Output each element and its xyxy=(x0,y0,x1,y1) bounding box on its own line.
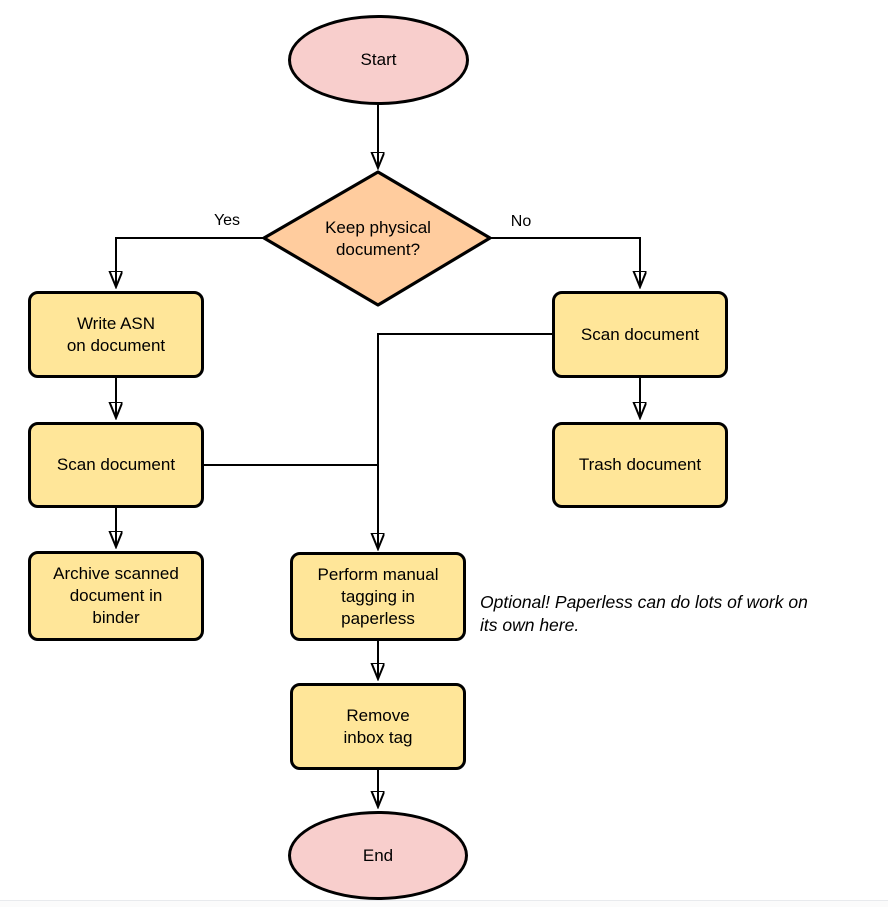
node-end: End xyxy=(288,811,468,900)
node-scan-document-right-label: Scan document xyxy=(580,324,700,344)
bottom-page-divider xyxy=(0,900,888,907)
note-optional: Optional! Paperless can do lots of work … xyxy=(480,592,808,635)
node-decision: Keep physical document? xyxy=(278,210,478,268)
node-scan-document-right: Scan document xyxy=(552,291,728,378)
edge-label-yes: Yes xyxy=(211,212,243,230)
edge-label-no: No xyxy=(508,213,534,231)
node-manual-tagging-label: Perform manual tagging in paperless xyxy=(317,564,439,628)
node-start: Start xyxy=(288,15,469,105)
node-scan-document-left: Scan document xyxy=(28,422,204,508)
node-remove-inbox-tag-label: Remove inbox tag xyxy=(343,705,413,747)
edge-decision-no xyxy=(490,237,640,286)
node-write-asn-label: Write ASN on document xyxy=(66,313,166,355)
node-remove-inbox-tag: Remove inbox tag xyxy=(290,683,466,770)
node-trash-document-label: Trash document xyxy=(578,455,702,474)
node-end-label: End xyxy=(362,845,394,865)
decision-diamond-shape xyxy=(262,170,492,307)
node-archive-binder: Archive scanned document in binder xyxy=(28,551,204,641)
node-decision-label: Keep physical document? xyxy=(325,218,431,259)
node-scan-document-left-label: Scan document xyxy=(56,455,176,474)
node-archive-binder-label: Archive scanned document in binder xyxy=(53,564,179,627)
node-write-asn: Write ASN on document xyxy=(28,291,204,378)
node-trash-document: Trash document xyxy=(552,422,728,508)
node-manual-tagging: Perform manual tagging in paperless xyxy=(290,552,466,641)
edge-scanright-tagging xyxy=(378,333,552,548)
edge-decision-yes xyxy=(116,237,264,286)
node-start-label: Start xyxy=(360,50,397,69)
